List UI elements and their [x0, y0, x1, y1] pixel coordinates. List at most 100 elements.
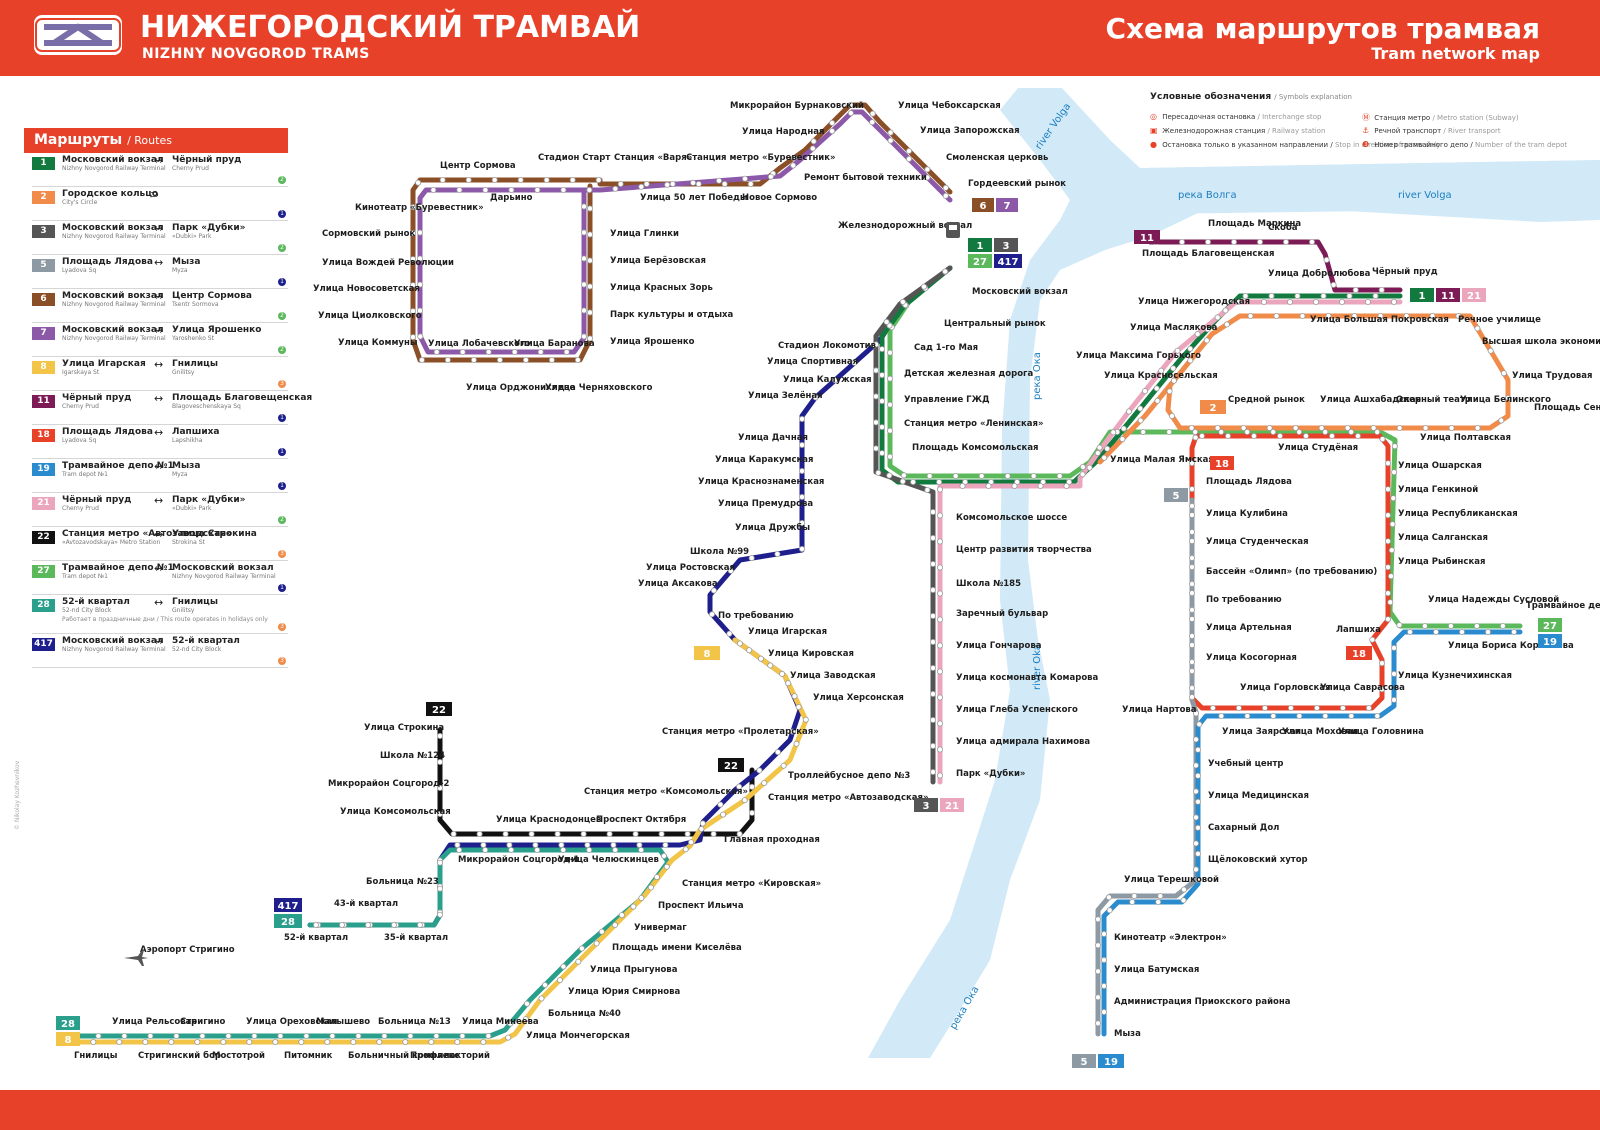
- station-stop-dot: [1473, 623, 1480, 630]
- station-label: Чёрный пруд: [1372, 267, 1438, 277]
- station-label: Улица космонавта Комарова: [956, 673, 1099, 683]
- station-stop-dot: [736, 831, 743, 838]
- station-label: Улица Дружбы: [735, 522, 810, 533]
- station-stop-dot: [663, 863, 670, 870]
- svg-text:22: 22: [432, 705, 446, 716]
- station-stop-dot: [873, 445, 880, 452]
- station-stop-dot: [1189, 529, 1196, 536]
- station-stop-dot: [581, 307, 588, 314]
- station-stop-dot: [1189, 685, 1196, 692]
- route-to-ru: Чёрный пруд: [172, 155, 242, 165]
- station-stop-dot: [532, 842, 539, 849]
- station-stop-dot: [338, 922, 345, 929]
- station-stop-dot: [1433, 629, 1440, 636]
- station-stop-dot: [1396, 424, 1403, 431]
- station-stop-dot: [1166, 388, 1173, 395]
- route-from-en: Lyadova Sq: [62, 437, 97, 444]
- svg-text:22: 22: [724, 761, 738, 772]
- route-from-en: «Avtozavodskaya» Metro Station: [62, 539, 161, 546]
- route-number-badge: 2: [32, 191, 55, 204]
- station-stop-dot: [1390, 495, 1397, 502]
- station-label: Площадь Сенная: [1534, 403, 1600, 413]
- station-stop-dot: [1125, 408, 1132, 415]
- station-stop-dot: [1391, 443, 1398, 450]
- station-stop-dot: [767, 173, 774, 180]
- station-stop-dot: [1429, 312, 1436, 319]
- station-stop-dot: [416, 229, 423, 236]
- station-stop-dot: [612, 922, 619, 929]
- route-to-en: Myza: [172, 471, 188, 478]
- station-label: Улица Аксакова: [638, 579, 718, 589]
- station-stop-dot: [1193, 840, 1200, 847]
- station-stop-dot: [736, 783, 743, 790]
- station-stop-dot: [454, 842, 461, 849]
- svg-text:1: 1: [977, 241, 984, 252]
- map-badge-11: 11: [1134, 230, 1160, 244]
- route-number-badge: 28: [32, 599, 55, 612]
- svg-text:5: 5: [1173, 491, 1180, 502]
- route-to-en: Tsentr Sormova: [172, 301, 219, 308]
- station-label: Улица Челюскинцев: [558, 855, 659, 865]
- station-stop-dot: [1277, 432, 1284, 439]
- station-stop-dot: [90, 1039, 97, 1046]
- station-stop-dot: [1303, 432, 1310, 439]
- station-stop-dot: [556, 977, 563, 984]
- map-badge-22: 22: [426, 702, 452, 716]
- station-stop-dot: [1225, 432, 1232, 439]
- station-stop-dot: [924, 166, 931, 173]
- station-stop-dot: [1199, 432, 1206, 439]
- station-stop-dot: [538, 995, 545, 1002]
- station-label: Улица Заводская: [790, 671, 876, 681]
- station-stop-dot: [581, 281, 588, 288]
- station-stop-dot: [887, 129, 894, 136]
- station-stop-dot: [454, 1039, 461, 1046]
- station-stop-dot: [1140, 428, 1147, 435]
- station-stop-dot: [930, 769, 937, 776]
- station-stop-dot: [1346, 292, 1353, 299]
- station-stop-dot: [593, 940, 600, 947]
- station-stop-dot: [658, 831, 665, 838]
- route-arrow-icon: ↔: [154, 528, 164, 541]
- route-from-ru: Московский вокзал: [62, 291, 164, 301]
- station-stop-dot: [638, 183, 645, 190]
- station-stop-dot: [1379, 436, 1386, 443]
- station-stop-dot: [790, 162, 797, 169]
- station-label: Улица Ашхабадская: [1320, 394, 1421, 405]
- route-from-ru: Трамвайное депо №1: [62, 563, 174, 573]
- station-stop-dot: [416, 281, 423, 288]
- station-stop-dot: [1189, 538, 1196, 545]
- depot-number-badge: 2: [278, 312, 286, 320]
- station-stop-dot: [142, 1039, 149, 1046]
- route-to-ru: Площадь Благовещенская: [172, 393, 313, 403]
- station-label: По требованию: [1206, 594, 1282, 605]
- station-stop-dot: [1195, 850, 1202, 857]
- station-stop-dot: [272, 1039, 279, 1046]
- station-stop-dot: [1385, 538, 1392, 545]
- map-badge-3b: 3: [914, 798, 938, 812]
- station-stop-dot: [444, 356, 451, 363]
- station-stop-dot: [528, 831, 535, 838]
- station-label: Троллейбусное депо №3: [788, 770, 910, 781]
- station-stop-dot: [1344, 424, 1351, 431]
- map-title-ru: Схема маршрутов трамвая: [1105, 12, 1540, 45]
- station-stop-dot: [756, 767, 763, 774]
- station-stop-dot: [926, 472, 933, 479]
- station-stop-dot: [1388, 573, 1395, 580]
- station-label: 52-й квартал: [284, 933, 348, 943]
- station-label: Парк «Дубки»: [956, 768, 1025, 779]
- depot-number-badge: 1: [278, 584, 286, 592]
- station-stop-dot: [433, 348, 440, 355]
- station-stop-dot: [1388, 547, 1395, 554]
- station-stop-dot: [416, 203, 423, 210]
- station-label: Улица Красносельская: [1104, 371, 1218, 381]
- station-stop-dot: [937, 772, 944, 779]
- station-label: Улица Полтавская: [1420, 433, 1511, 443]
- station-stop-dot: [1247, 312, 1254, 319]
- station-label: Аэропорт Стригино: [140, 945, 235, 955]
